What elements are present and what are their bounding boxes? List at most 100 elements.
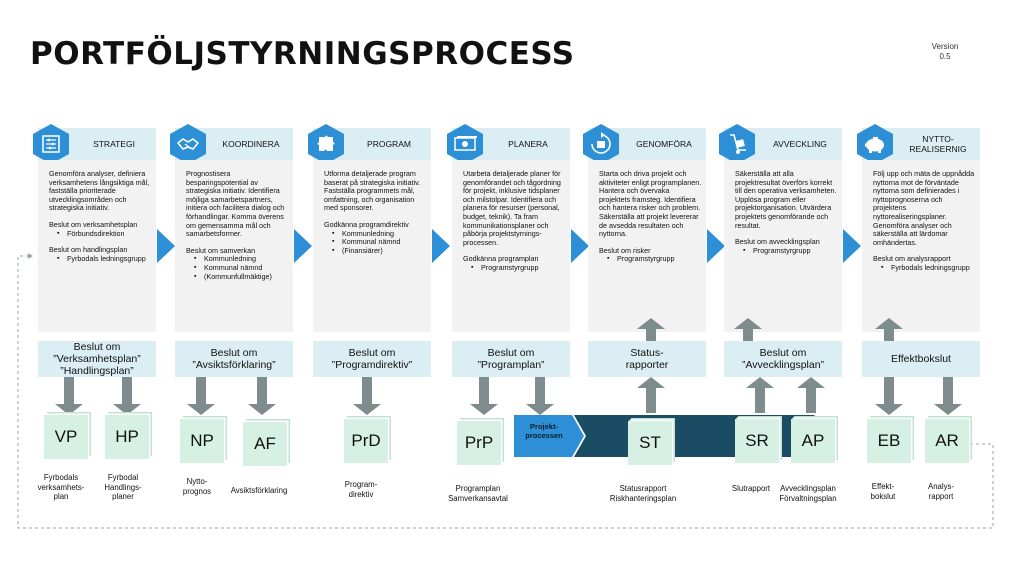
decision-label: Beslut om samverkan xyxy=(186,245,256,255)
document-label: Avvecklingsplan Förvaltningsplan xyxy=(779,484,837,503)
decision-label: Godkänna programplan xyxy=(463,254,539,264)
up-arrow-icon xyxy=(797,377,825,413)
decision-label: Godkänna programdirektiv xyxy=(324,219,409,229)
phase-description: Utforma detaljerade program baserat på s… xyxy=(313,160,431,332)
phase-arrow xyxy=(571,229,589,263)
document-prp: PrP xyxy=(457,421,501,465)
document-label: Program- direktiv xyxy=(344,480,378,499)
phase-text: Säkerställa att alla projektresultat öve… xyxy=(735,169,837,230)
project-process-label: Projekt- processen xyxy=(525,422,563,440)
decision-list: Programstyrgrupp xyxy=(735,246,838,256)
document-label: Statusrapport Riskhanteringsplan xyxy=(609,484,677,503)
document-label: Programplan Samverkansavtal xyxy=(448,484,508,503)
phase-title: STRATEGI xyxy=(93,139,135,149)
phase-arrow xyxy=(432,229,450,263)
down-arrow-icon xyxy=(248,377,276,415)
phase-arrow xyxy=(294,229,312,263)
phase-title: PROGRAM xyxy=(367,139,411,149)
phase-text: Följ upp och mäta de uppnådda nyttorna m… xyxy=(873,169,975,247)
document-hp: HP xyxy=(105,415,149,459)
decision-label: Beslut om risker xyxy=(599,245,651,255)
down-arrow-icon xyxy=(875,377,903,415)
decision-list: Förbundsdirektion xyxy=(49,229,152,239)
phase-text: Utarbeta detaljerade planer för genomför… xyxy=(463,169,561,247)
decision-item: Fyrbodals ledningsgrupp xyxy=(881,263,976,273)
document-label: Nytto- prognos xyxy=(182,477,212,496)
up-arrow-icon xyxy=(746,377,774,413)
version-label: Version 0.5 xyxy=(926,42,964,62)
phase-description: Utarbeta detaljerade planer för genomför… xyxy=(452,160,570,332)
document-af: AF xyxy=(243,422,287,466)
decision-label: Beslut om handlingsplan xyxy=(49,245,128,255)
phase-text: Starta och driva projekt och aktiviteter… xyxy=(599,169,702,239)
phase-title: NYTTO- REALISERNIG xyxy=(909,134,967,154)
phase-text: Genomföra analyser, definiera verksamhet… xyxy=(49,169,150,213)
up-arrow-icon xyxy=(734,318,762,341)
document-ap: AP xyxy=(791,419,835,463)
decision-item: Kommunledning xyxy=(194,255,289,264)
decision-item: (Finansiärer) xyxy=(332,246,427,256)
down-arrow-icon xyxy=(526,377,554,415)
page-title: PORTFÖLJSTYRNINGSPROCESS xyxy=(30,36,575,72)
phase-description: Genomföra analyser, definiera verksamhet… xyxy=(38,160,156,332)
down-arrow-icon xyxy=(934,377,962,415)
decision-box: Beslut om ”Avsiktsförklaring” xyxy=(175,341,293,377)
document-prd: PrD xyxy=(344,419,388,463)
document-sr: SR xyxy=(735,419,779,463)
document-label: Analys- rapport xyxy=(928,482,954,501)
document-st: ST xyxy=(628,421,672,465)
phase-arrow xyxy=(157,229,175,263)
document-label: Slutrapport xyxy=(731,484,771,493)
decision-box: Beslut om ”Verksamhetsplan” ”Handlingspl… xyxy=(38,341,156,377)
phase-description: Starta och driva projekt och aktiviteter… xyxy=(588,160,706,332)
money-icon xyxy=(444,123,486,165)
phase-arrow xyxy=(843,229,861,263)
decision-item: Kommunledning xyxy=(332,229,427,239)
decision-item: Förbundsdirektion xyxy=(57,229,152,239)
box-cycle-icon xyxy=(580,123,622,165)
down-arrow-icon xyxy=(470,377,498,415)
down-arrow-icon xyxy=(113,377,141,415)
decision-item: Fyrbodals ledningsgrupp xyxy=(57,254,152,264)
phase-arrow xyxy=(707,229,725,263)
document-ar: AR xyxy=(925,419,969,463)
decision-item: Programstyrgrupp xyxy=(471,263,566,273)
decision-item: Programstyrgrupp xyxy=(607,255,702,264)
version-number: 0.5 xyxy=(939,52,951,61)
abacus-icon xyxy=(30,123,72,165)
document-label: Fyrbodals verksamhets- plan xyxy=(37,473,85,501)
decision-list: Programstyrgrupp xyxy=(463,263,566,273)
decision-box: Status- rapporter xyxy=(588,341,706,377)
up-arrow-icon xyxy=(637,318,665,341)
down-arrow-icon xyxy=(353,377,381,415)
phase-description: Säkerställa att alla projektresultat öve… xyxy=(724,160,842,332)
phase-description: Följ upp och mäta de uppnådda nyttorna m… xyxy=(862,160,980,332)
up-arrow-icon xyxy=(637,377,665,413)
down-arrow-icon xyxy=(55,377,83,415)
decision-item: Kommunal nämnd xyxy=(332,238,427,247)
down-arrow-icon xyxy=(187,377,215,415)
document-label: Fyrbodal Handlings- planer xyxy=(104,473,142,501)
decision-item: Kommunal nämnd xyxy=(194,263,289,273)
decision-box: Effektbokslut xyxy=(862,341,980,377)
version-text: Version xyxy=(931,42,959,51)
decision-label: Beslut om analysrapport xyxy=(873,254,951,264)
document-label: Effekt- bokslut xyxy=(870,482,896,501)
phase-text: Prognostisera besparingspotential av str… xyxy=(186,169,285,239)
phase-description: Prognostisera besparingspotential av str… xyxy=(175,160,293,332)
document-np: NP xyxy=(180,419,224,463)
phase-title: AVVECKLING xyxy=(773,139,827,149)
up-arrow-icon xyxy=(875,318,903,341)
phase-title: GENOMFÖRA xyxy=(636,139,692,149)
puzzle-icon xyxy=(305,123,347,165)
handshake-icon xyxy=(167,123,209,165)
decision-list: KommunledningKommunal nämnd(Kommunfullmä… xyxy=(186,255,289,281)
hand-truck-icon xyxy=(716,123,758,165)
decision-list: Fyrbodals ledningsgrupp xyxy=(49,254,152,264)
decision-list: Fyrbodals ledningsgrupp xyxy=(873,263,976,273)
decision-box: Beslut om ”Avvecklingsplan” xyxy=(724,341,842,377)
decision-label: Beslut om avvecklingsplan xyxy=(735,237,820,247)
decision-label: Beslut om verksamhetsplan xyxy=(49,219,138,229)
decision-list: Programstyrgrupp xyxy=(599,255,702,264)
phase-title: KOORDINERA xyxy=(222,139,280,149)
